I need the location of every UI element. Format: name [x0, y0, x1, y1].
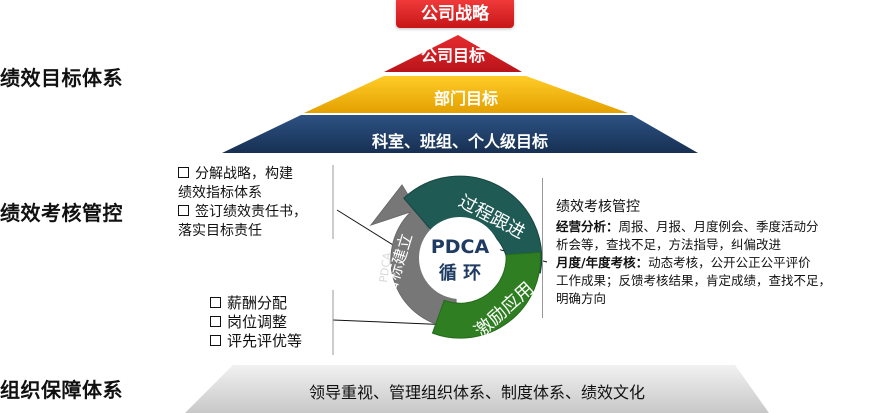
list-item: 评先评优等	[210, 332, 302, 351]
cycle-center	[419, 217, 501, 299]
list-item: 岗位调整	[210, 313, 302, 332]
detail-line: 析会等，查找不足，方法指导，纠偏改进	[556, 237, 782, 252]
goal-system-title: 绩效目标体系	[0, 66, 123, 90]
list-item: 分解战略，构建	[178, 165, 307, 184]
detail-line: 经营分析：周报、月报、月度例会、季度活动分	[556, 219, 819, 234]
cycle-center-line1: PDCA	[431, 236, 490, 258]
detail-line: 工作成果；反馈考核结果，肯定成绩，查找不足，	[556, 273, 832, 288]
list-item: 签订绩效责任书，	[178, 203, 307, 222]
pyramid-bottom-label: 科室、班组、个人级目标	[371, 132, 548, 151]
assessment-detail: 绩效考核管控 经营分析：周报、月报、月度例会、季度活动分 析会等，查找不足，方法…	[542, 178, 862, 318]
pyramid-middle-label: 部门目标	[433, 89, 498, 108]
checkbox-icon	[178, 205, 189, 216]
left-strategy-list: 分解战略，构建 绩效指标体系 签订绩效责任书， 落实目标责任	[178, 165, 307, 241]
cycle-left-faint: PDCA	[377, 251, 394, 283]
pyramid-middle-layer	[304, 76, 628, 113]
company-strategy-banner: 公司战略	[396, 0, 514, 28]
pyramid-bottom-layer	[222, 115, 698, 153]
cycle-bottom-segment	[431, 251, 541, 339]
checkbox-icon	[178, 167, 189, 178]
list-item: 绩效指标体系	[178, 185, 262, 201]
list-item: 落实目标责任	[178, 223, 262, 239]
detail-line: 月度/年度考核：动态考核，公开公正公平评价	[556, 255, 811, 270]
list-item: 薪酬分配	[210, 294, 302, 313]
pdca-cycle: PDCA 循 环 过程跟进 目标建立 激励应用 PDCA	[369, 175, 543, 342]
checkbox-icon	[210, 297, 221, 308]
support-base-label: 领导重视、管理组织体系、制度体系、绩效文化	[308, 383, 645, 402]
checkbox-icon	[210, 335, 221, 346]
support-base	[185, 365, 769, 413]
cycle-center-line2: 循 环	[439, 262, 481, 284]
checkbox-icon	[210, 316, 221, 327]
incentive-list: 薪酬分配 岗位调整 评先评优等	[210, 294, 302, 351]
detail-line: 明确方向	[556, 291, 607, 306]
pyramid-top-label: 公司目标	[420, 46, 485, 65]
support-title: 组织保障体系	[0, 378, 123, 402]
detail-title: 绩效考核管控	[556, 199, 640, 215]
pyramid-top-layer	[384, 35, 522, 72]
cycle-connector-bottom	[332, 319, 453, 326]
assessment-title: 绩效考核管控	[0, 201, 123, 225]
